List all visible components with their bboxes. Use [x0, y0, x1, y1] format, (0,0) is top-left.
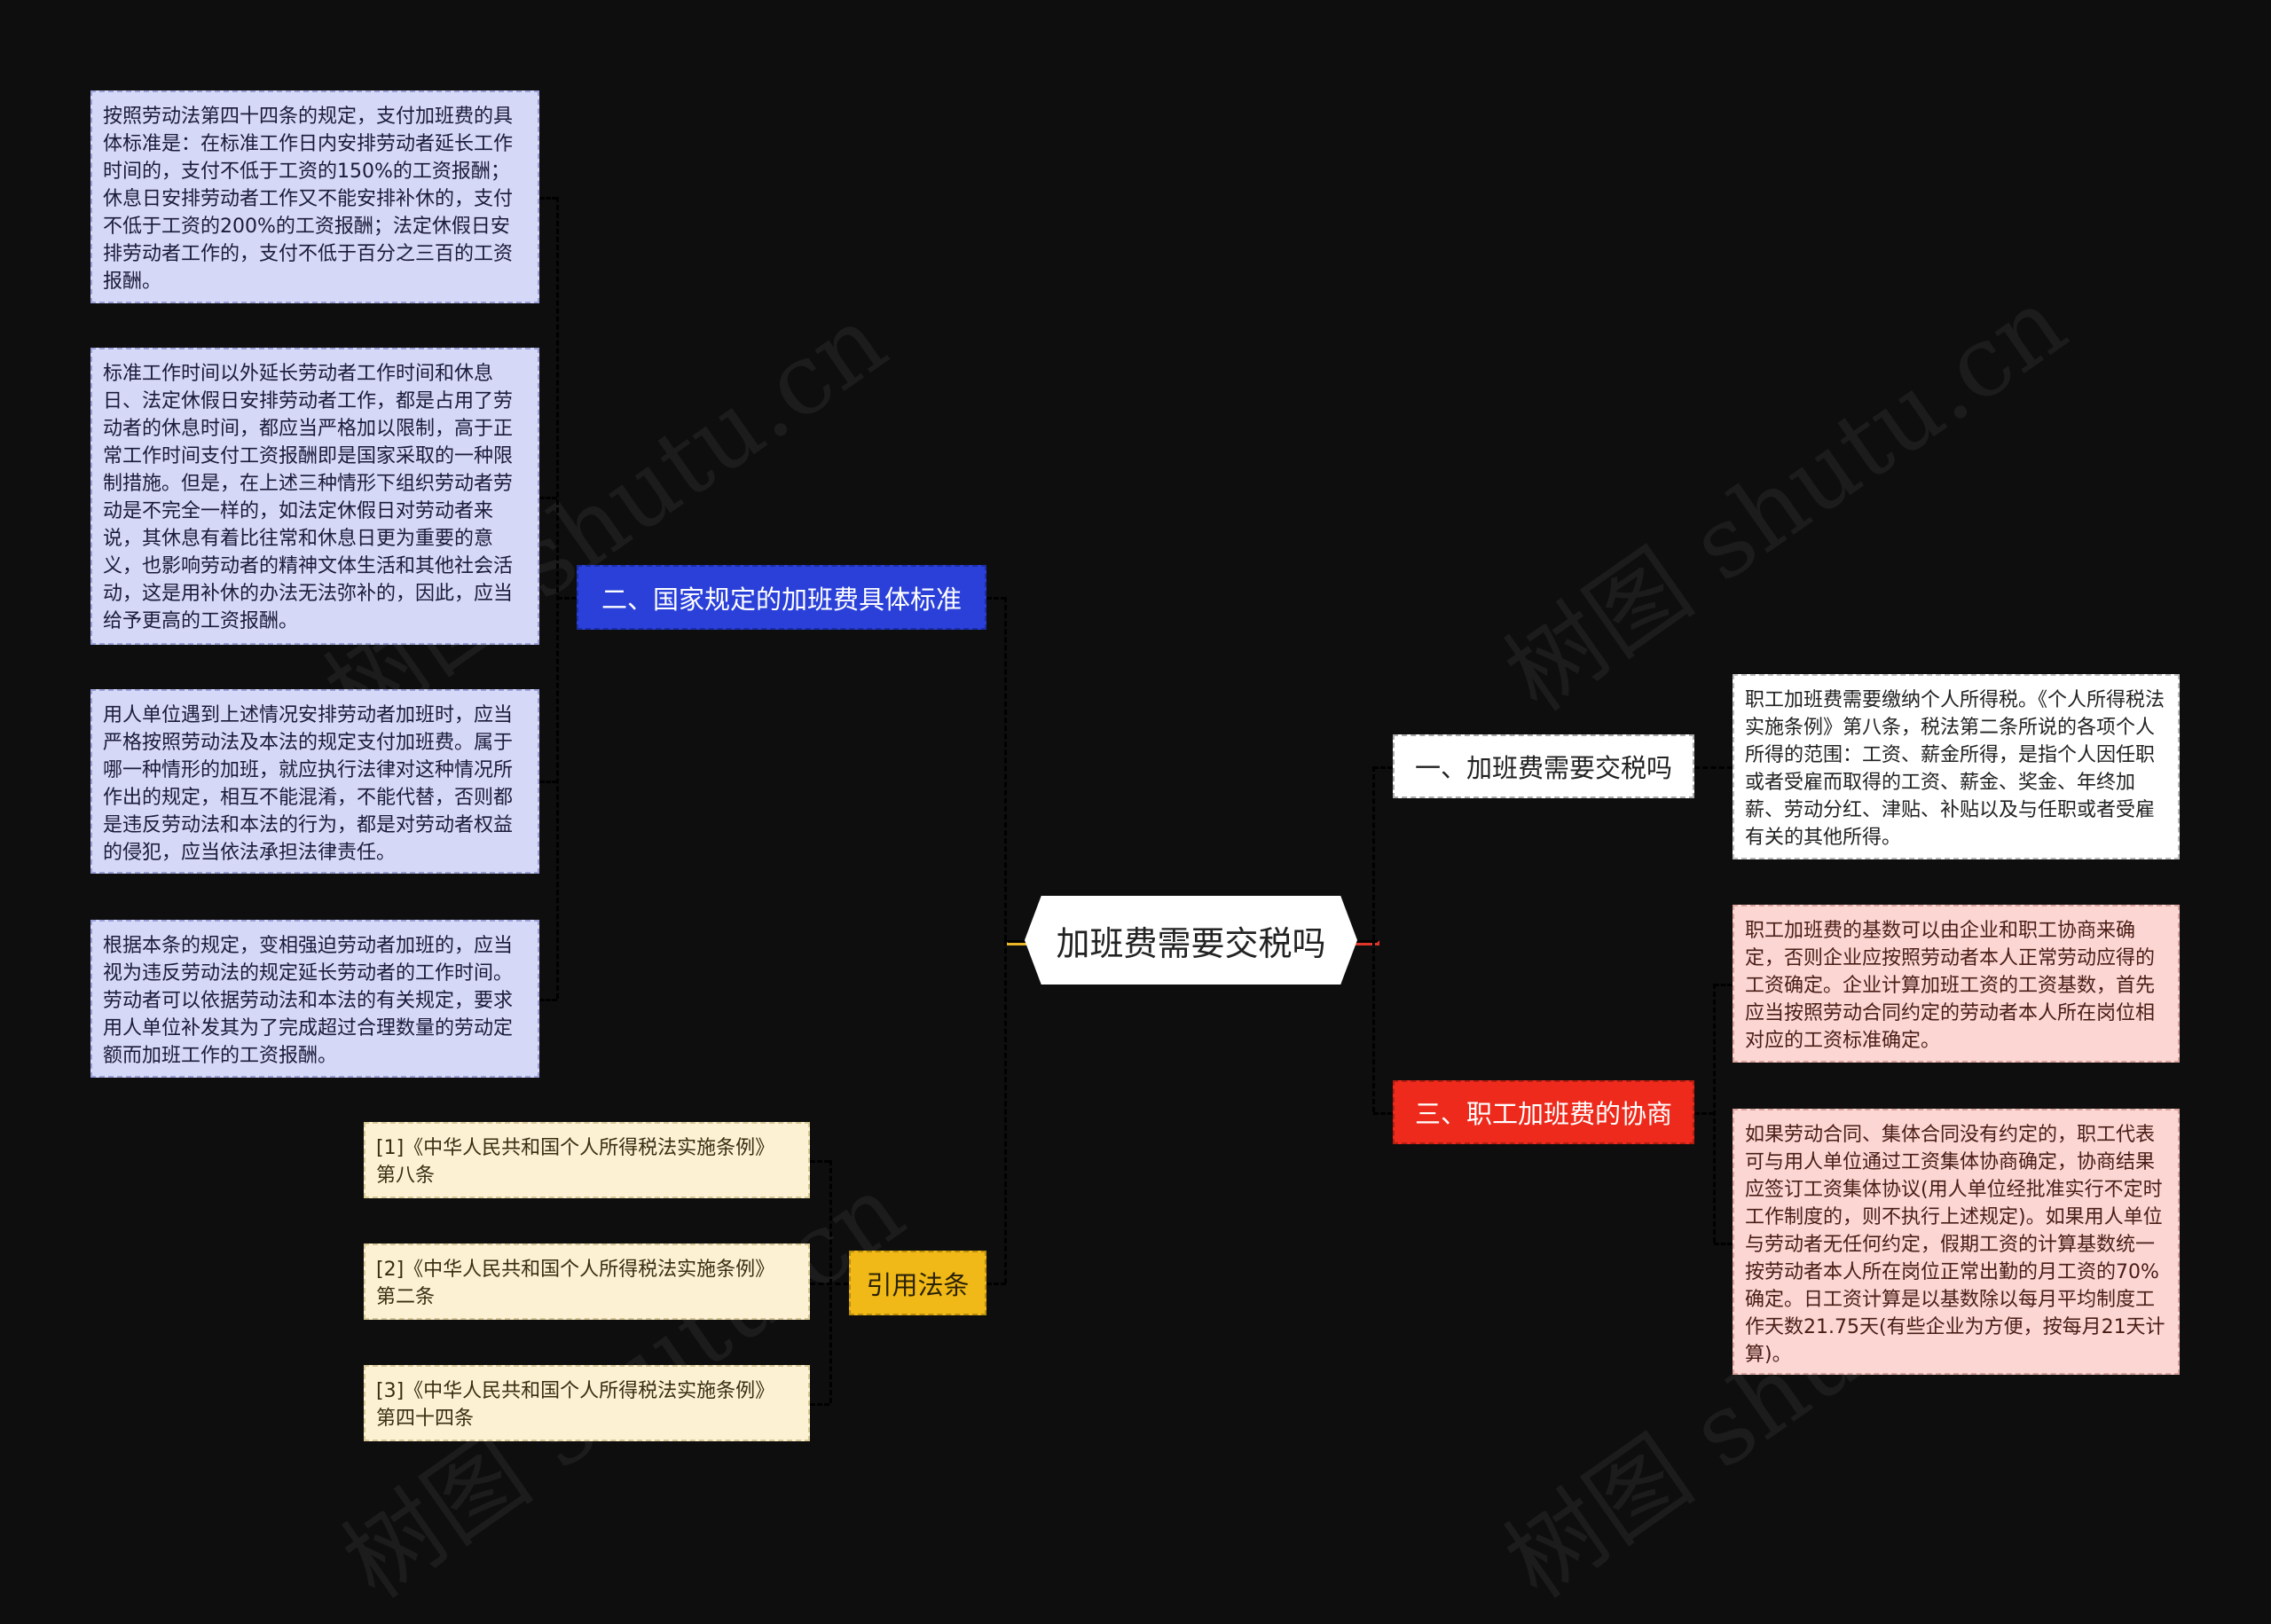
connector	[539, 781, 557, 783]
connector	[1372, 766, 1375, 940]
standard-detail-2[interactable]: 标准工作时间以外延长劳动者工作时间和休息日、法定休假日安排劳动者工作，都是占用了…	[90, 348, 539, 645]
branch-tax[interactable]: 一、加班费需要交税吗	[1393, 734, 1694, 798]
branch-negotiation[interactable]: 三、职工加班费的协商	[1393, 1080, 1694, 1144]
standard-detail-2-text: 标准工作时间以外延长劳动者工作时间和休息日、法定休假日安排劳动者工作，都是占用了…	[103, 363, 514, 632]
standard-detail-1-text: 按照劳动法第四十四条的规定，支付加班费的具体标准是：在标准工作日内安排劳动者延长…	[103, 106, 514, 293]
branch-negotiation-label: 三、职工加班费的协商	[1414, 1099, 1672, 1129]
connector	[1694, 766, 1733, 769]
negotiation-detail-1-text: 职工加班费的基数可以由企业和职工协商来确定，否则企业应按照劳动者本人正常劳动应得…	[1745, 920, 2156, 1052]
connector	[810, 1403, 829, 1406]
connector	[810, 1160, 829, 1163]
standard-detail-4[interactable]: 根据本条的规定，变相强迫劳动者加班的，应当视为违反劳动法的规定延长劳动者的工作时…	[90, 920, 539, 1078]
connector	[1372, 940, 1375, 1112]
connector	[1694, 1112, 1714, 1115]
connector	[1714, 1243, 1733, 1245]
tax-detail-1-text: 职工加班费需要缴纳个人所得税。《个人所得税法实施条例》第八条，税法第二条所说的各…	[1745, 689, 2165, 849]
reference-1-text: [1]《中华人民共和国个人所得税法实施条例》 第八条	[376, 1137, 775, 1187]
connector	[1373, 766, 1393, 769]
connector	[810, 1283, 849, 1285]
reference-2-text: [2]《中华人民共和国个人所得税法实施条例》 第二条	[376, 1259, 775, 1308]
connector	[1004, 597, 1007, 940]
negotiation-detail-1[interactable]: 职工加班费的基数可以由企业和职工协商来确定，否则企业应按照劳动者本人正常劳动应得…	[1733, 905, 2180, 1063]
standard-detail-3[interactable]: 用人单位遇到上述情况安排劳动者加班时，应当严格按照劳动法及本法的规定支付加班费。…	[90, 689, 539, 874]
reference-3[interactable]: [3]《中华人民共和国个人所得税法实施条例》 第四十四条	[364, 1365, 810, 1441]
watermark: 树图 shutu.cn	[1485, 265, 2086, 734]
negotiation-detail-2-text: 如果劳动合同、集体合同没有约定的，职工代表可与用人单位通过工资集体协商确定，协商…	[1745, 1124, 2165, 1366]
connector	[1373, 1112, 1393, 1115]
standard-detail-4-text: 根据本条的规定，变相强迫劳动者加班的，应当视为违反劳动法的规定延长劳动者的工作时…	[103, 935, 514, 1067]
connector	[986, 1283, 1006, 1285]
branch-references[interactable]: 引用法条	[849, 1251, 986, 1315]
reference-3-text: [3]《中华人民共和国个人所得税法实施条例》 第四十四条	[376, 1380, 775, 1430]
standard-detail-1[interactable]: 按照劳动法第四十四条的规定，支付加班费的具体标准是：在标准工作日内安排劳动者延长…	[90, 90, 539, 303]
reference-2[interactable]: [2]《中华人民共和国个人所得税法实施条例》 第二条	[364, 1243, 810, 1320]
negotiation-detail-2[interactable]: 如果劳动合同、集体合同没有约定的，职工代表可与用人单位通过工资集体协商确定，协商…	[1733, 1109, 2180, 1375]
connector	[1004, 940, 1007, 1283]
standard-detail-3-text: 用人单位遇到上述情况安排劳动者加班时，应当严格按照劳动法及本法的规定支付加班费。…	[103, 704, 514, 864]
tax-detail-1[interactable]: 职工加班费需要缴纳个人所得税。《个人所得税法实施条例》第八条，税法第二条所说的各…	[1733, 674, 2180, 859]
connector	[1714, 984, 1733, 986]
connector	[1713, 984, 1716, 1243]
connector	[539, 497, 557, 499]
root-topic-label: 加班费需要交税吗	[1056, 923, 1326, 963]
branch-standard[interactable]: 二、国家规定的加班费具体标准	[577, 565, 986, 630]
branch-standard-label: 二、国家规定的加班费具体标准	[601, 584, 962, 615]
branch-references-label: 引用法条	[866, 1269, 970, 1300]
connector	[539, 197, 557, 200]
branch-tax-label: 一、加班费需要交税吗	[1414, 753, 1672, 783]
connector	[829, 1160, 832, 1403]
reference-1[interactable]: [1]《中华人民共和国个人所得税法实施条例》 第八条	[364, 1122, 810, 1198]
connector	[557, 597, 577, 600]
root-topic[interactable]: 加班费需要交税吗	[1025, 896, 1357, 985]
connector	[539, 999, 557, 1001]
connector	[986, 597, 1006, 600]
